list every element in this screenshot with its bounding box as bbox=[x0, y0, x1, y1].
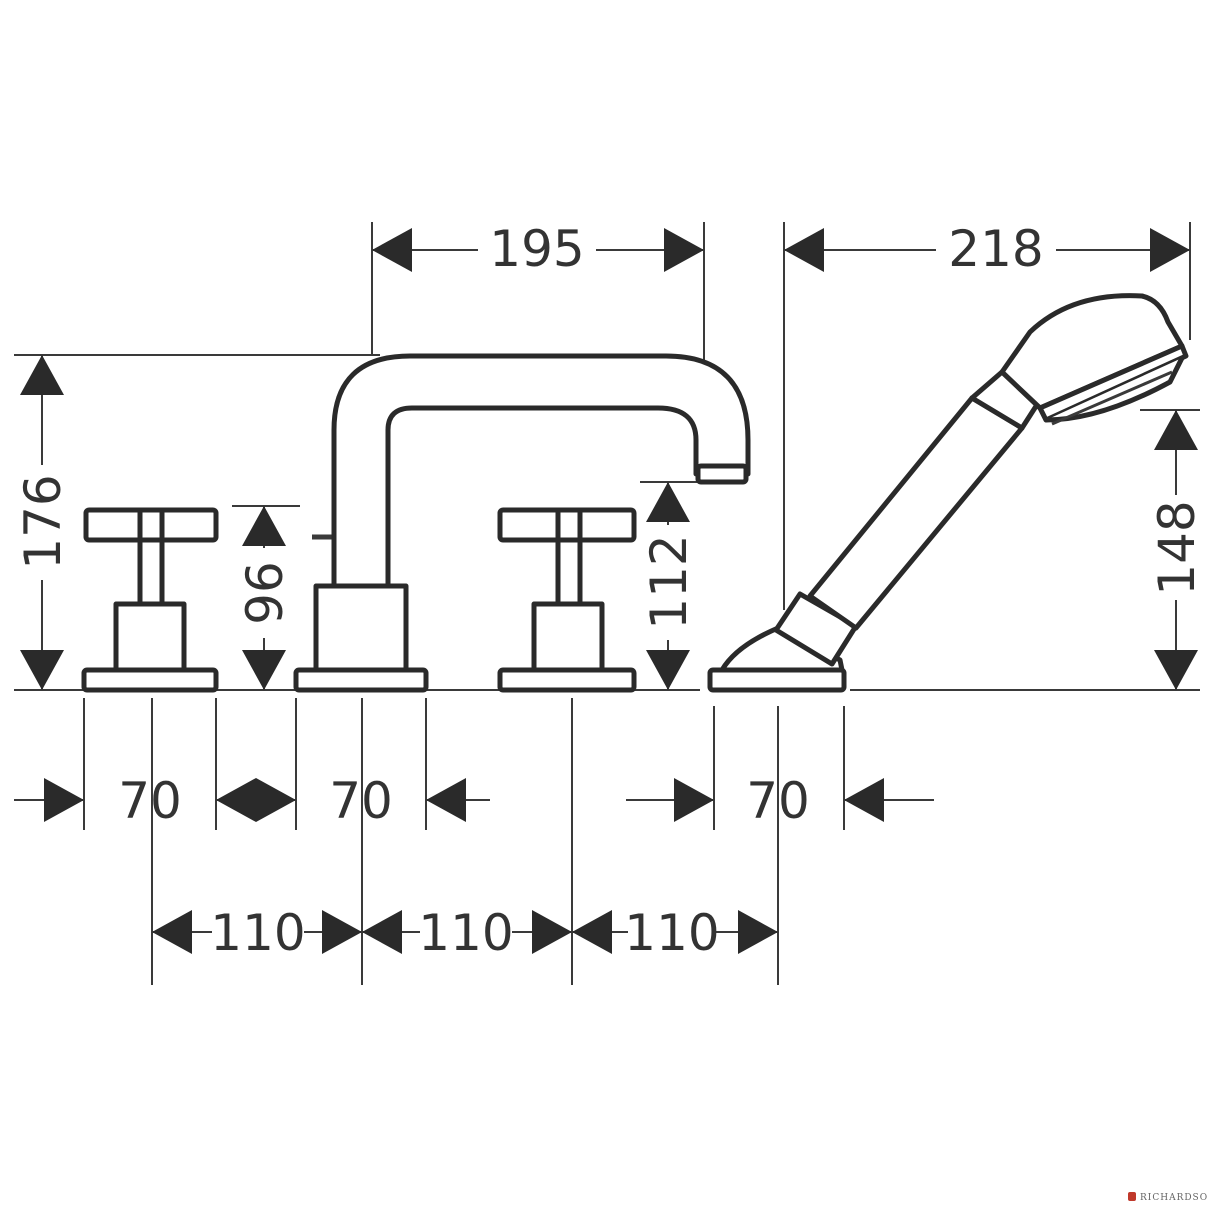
dim-195: 195 bbox=[489, 220, 584, 278]
dim-112: 112 bbox=[640, 534, 698, 629]
dim-148: 148 bbox=[1148, 500, 1206, 595]
dim-110-2: 110 bbox=[418, 904, 513, 962]
dim-70-handshower: 70 bbox=[746, 772, 810, 830]
dim-96: 96 bbox=[236, 561, 294, 625]
extension-lines bbox=[14, 222, 1200, 985]
dim-110-3: 110 bbox=[624, 904, 719, 962]
dim-110-1: 110 bbox=[210, 904, 305, 962]
logo-text: RICHARDSON bbox=[1140, 1193, 1208, 1203]
left-valve bbox=[81, 507, 219, 693]
arrowheads bbox=[20, 228, 1198, 954]
dim-70-left: 70 bbox=[118, 772, 182, 830]
dim-218: 218 bbox=[948, 220, 1043, 278]
dimension-labels: 195 218 176 96 112 148 70 70 70 110 110 … bbox=[14, 220, 1206, 962]
spout bbox=[293, 353, 751, 693]
richardson-logo: RICHARDSON bbox=[1128, 1192, 1208, 1203]
right-valve bbox=[497, 507, 637, 693]
dim-176: 176 bbox=[14, 474, 72, 569]
shield-icon bbox=[1128, 1192, 1136, 1201]
dim-70-spout: 70 bbox=[329, 772, 393, 830]
handshower bbox=[707, 293, 1189, 693]
